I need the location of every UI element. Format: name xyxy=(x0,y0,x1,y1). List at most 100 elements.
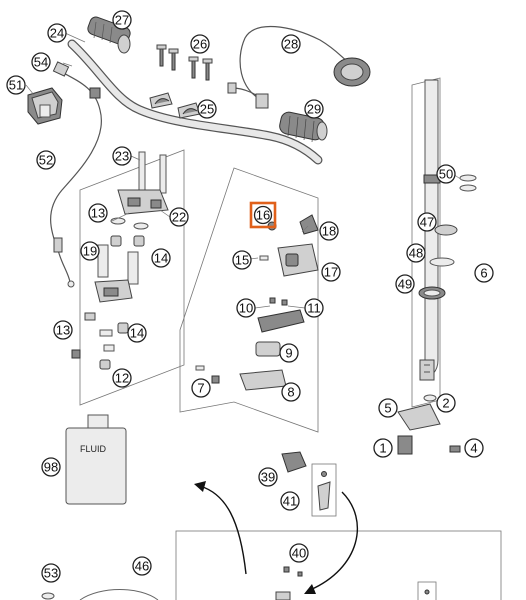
svg-text:13: 13 xyxy=(56,323,70,338)
clutch-lever-parts xyxy=(397,394,461,455)
svg-text:19: 19 xyxy=(83,244,97,259)
svg-text:49: 49 xyxy=(398,277,412,292)
callout-39: 39 xyxy=(258,467,278,487)
callout-18: 18 xyxy=(319,221,339,241)
callout-46: 46 xyxy=(132,556,152,576)
svg-text:28: 28 xyxy=(284,37,298,52)
callout-40: 40 xyxy=(289,543,309,563)
svg-text:15: 15 xyxy=(235,253,249,268)
svg-text:6: 6 xyxy=(480,266,487,281)
callout-6: 6 xyxy=(474,263,494,283)
svg-text:13: 13 xyxy=(91,206,105,221)
throttle-cable xyxy=(50,61,102,288)
fluid-bottle xyxy=(65,414,127,505)
svg-text:4: 4 xyxy=(470,441,477,456)
svg-text:16: 16 xyxy=(256,208,270,223)
callout-17: 17 xyxy=(321,262,341,282)
svg-text:23: 23 xyxy=(115,149,129,164)
handlebar-clamp-bolts xyxy=(156,44,213,81)
svg-text:22: 22 xyxy=(172,210,186,225)
svg-text:52: 52 xyxy=(39,153,53,168)
fork-seals xyxy=(418,174,477,300)
svg-text:39: 39 xyxy=(261,470,275,485)
svg-text:40: 40 xyxy=(292,546,306,561)
callout-27: 27 xyxy=(112,10,132,30)
svg-text:11: 11 xyxy=(307,301,321,316)
left-grip xyxy=(87,16,131,54)
svg-text:8: 8 xyxy=(287,385,294,400)
callout-16-highlighted[interactable]: 16 xyxy=(249,201,277,229)
callout-54: 54 xyxy=(31,52,51,72)
callout-51: 51 xyxy=(6,75,26,95)
callout-28: 28 xyxy=(281,34,301,54)
callout-5: 5 xyxy=(378,398,398,418)
callout-23: 23 xyxy=(112,146,132,166)
master-cylinder-group-frame xyxy=(179,167,319,433)
callout-11: 11 xyxy=(304,298,324,318)
master-cylinder-parts xyxy=(195,214,319,391)
callout-98: 98 xyxy=(41,457,61,477)
callout-19: 19 xyxy=(80,241,100,261)
svg-text:24: 24 xyxy=(50,26,64,41)
lower-kit-parts xyxy=(41,566,437,600)
right-grip xyxy=(279,111,328,143)
callout-53: 53 xyxy=(41,563,61,583)
callout-22: 22 xyxy=(169,207,189,227)
svg-text:29: 29 xyxy=(307,102,321,117)
callout-2: 2 xyxy=(436,393,456,413)
svg-text:1: 1 xyxy=(379,441,386,456)
svg-text:10: 10 xyxy=(239,301,253,316)
callout-50: 50 xyxy=(436,164,456,184)
svg-text:14: 14 xyxy=(154,251,168,266)
svg-text:54: 54 xyxy=(34,55,48,70)
svg-text:47: 47 xyxy=(420,215,434,230)
svg-text:48: 48 xyxy=(409,246,423,261)
callout-8: 8 xyxy=(281,382,301,402)
svg-text:27: 27 xyxy=(115,13,129,28)
svg-text:18: 18 xyxy=(322,224,336,239)
callout-9: 9 xyxy=(279,343,299,363)
callout-1: 1 xyxy=(373,438,393,458)
svg-text:53: 53 xyxy=(44,566,58,581)
callout-14-upper: 14 xyxy=(151,248,171,268)
handlebar-clamps xyxy=(149,92,201,119)
svg-text:26: 26 xyxy=(193,37,207,52)
svg-text:25: 25 xyxy=(200,102,214,117)
kill-switch-wiring xyxy=(227,26,371,109)
callout-10: 10 xyxy=(236,298,256,318)
callout-7: 7 xyxy=(191,378,211,398)
assembly-arrows xyxy=(194,481,358,594)
callout-13-lower: 13 xyxy=(53,320,73,340)
left-clamp-assembly xyxy=(71,151,169,370)
callout-26: 26 xyxy=(190,34,210,54)
hot-start-lever xyxy=(281,451,337,517)
svg-text:5: 5 xyxy=(384,401,391,416)
fluid-label: FLUID xyxy=(80,444,107,454)
svg-text:14: 14 xyxy=(130,326,144,341)
svg-text:2: 2 xyxy=(442,396,449,411)
svg-text:46: 46 xyxy=(135,559,149,574)
callout-15: 15 xyxy=(232,250,252,270)
callout-49: 49 xyxy=(395,274,415,294)
left-assembly-frame xyxy=(79,149,185,406)
callout-48: 48 xyxy=(406,243,426,263)
svg-text:41: 41 xyxy=(283,494,297,509)
callout-41: 41 xyxy=(280,491,300,511)
svg-text:7: 7 xyxy=(197,381,204,396)
svg-text:9: 9 xyxy=(285,346,292,361)
callout-12: 12 xyxy=(112,368,132,388)
callout-52: 52 xyxy=(36,150,56,170)
callout-4: 4 xyxy=(464,438,484,458)
svg-text:50: 50 xyxy=(439,167,453,182)
throttle-housing xyxy=(27,87,63,125)
lower-kit-frame xyxy=(175,530,502,600)
svg-text:17: 17 xyxy=(324,265,338,280)
svg-text:12: 12 xyxy=(115,371,129,386)
svg-text:98: 98 xyxy=(44,460,58,475)
callout-13-upper: 13 xyxy=(88,203,108,223)
callout-29: 29 xyxy=(304,99,324,119)
svg-text:51: 51 xyxy=(9,78,23,93)
callout-47: 47 xyxy=(417,212,437,232)
callout-25: 25 xyxy=(197,99,217,119)
